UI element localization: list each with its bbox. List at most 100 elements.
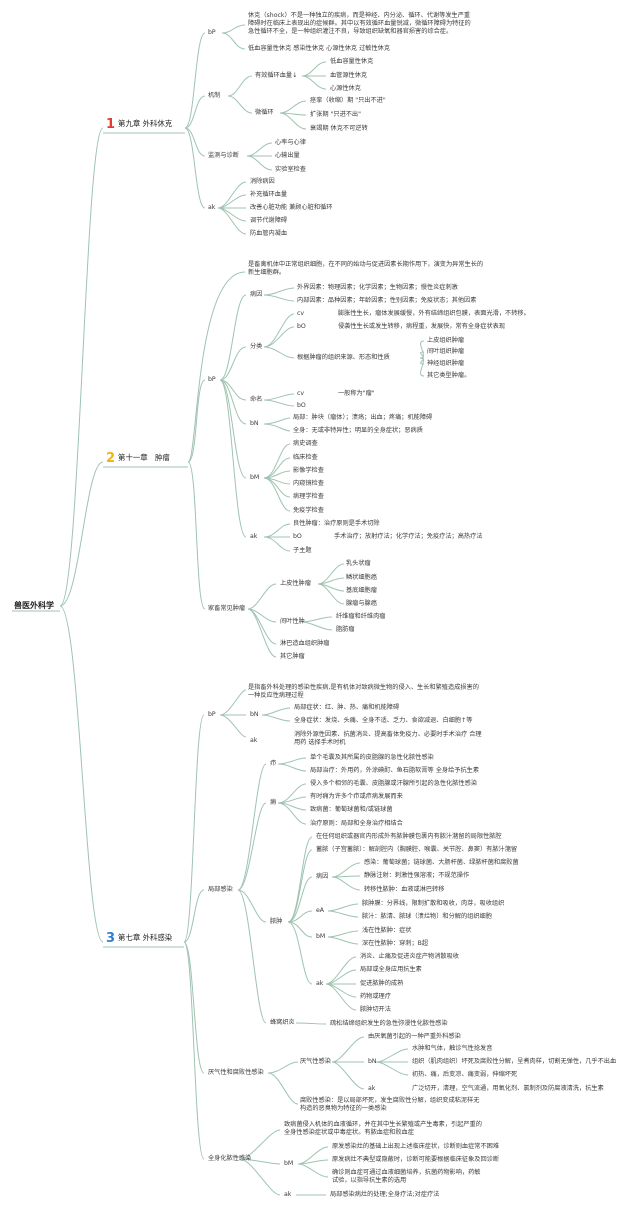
ch7-gas-infection-node[interactable]: 厌气性感染 xyxy=(300,1058,331,1065)
ch9-monitor-item: 实验室检查 xyxy=(275,166,306,173)
ch9-micro-item: 扩张期 "只进不出" xyxy=(310,111,361,118)
ch9-bp-node[interactable]: bP xyxy=(208,29,216,36)
ch11-bm-node[interactable]: bM xyxy=(250,474,260,481)
ch11-naming-cv[interactable]: cv xyxy=(297,390,305,397)
ch9-mechanism-node[interactable]: 机制 xyxy=(208,92,221,99)
ch9-microcirculation-node[interactable]: 微循环 xyxy=(255,109,274,116)
ch9-ak-node[interactable]: ak xyxy=(208,204,216,211)
ch7-sepsis-bm-item: 原发感染灶的基础上出现上述临床症状，诊断则血症常不困难 xyxy=(332,1143,500,1150)
ch7-abscess-ak-node[interactable]: ak xyxy=(316,980,324,987)
ch9-definition: 休克（shock）不是一种独立的疾病，而是神经、内分泌、循环、代谢等发生严重障碍… xyxy=(248,12,471,35)
ch11-bm-item: 内窥镜检查 xyxy=(293,480,324,487)
ch7-gas-bn-item: 组织（肌肉组织）坏死及腐败性分解，呈煮肉样，切割无弹性，几乎不出血 xyxy=(412,1058,617,1065)
ch11-ak-node[interactable]: ak xyxy=(250,533,258,540)
ch9-types: 低血容量性休克 感染性休克 心源性休克 过敏性休克 xyxy=(248,45,391,52)
ch9-eff-item: 血管源性休克 xyxy=(330,72,368,79)
ch11-origin-item: 上皮组织肿瘤 xyxy=(427,337,465,344)
ch11-cause-item: 内部因素：品种因素；年龄因素；性别因素；免疫状态；其他因素 xyxy=(297,297,477,304)
ch11-bm-item: 免疫学检查 xyxy=(293,507,324,514)
ch7-sepsis-ak-node[interactable]: ak xyxy=(284,1191,292,1198)
ch9-monitor-item: 心率与心律 xyxy=(275,139,306,146)
ch7-putrid-infection: 腐败性感染：是以局部坏死，发生腐败性分解，组织变成粘泥样无构造的恶臭物为特征的一… xyxy=(300,1097,480,1112)
chapter-9-number: 1 xyxy=(106,117,116,132)
ch7-abscess-ak-item: 药物或理疗 xyxy=(360,993,391,1000)
ch11-bp-node[interactable]: bP xyxy=(208,376,216,383)
ch9-micro-item: 衰竭期 休克不可逆转 xyxy=(310,125,368,132)
ch7-cause-item: 静脉注射：刺激性强溶液；不规范操作 xyxy=(364,872,470,879)
ch11-by-origin-node[interactable]: 根据肿瘤的组织来源、形态和性质 xyxy=(297,354,390,361)
ch7-abscess-ak-item: 脓肿切开法 xyxy=(360,1006,391,1013)
ch11-bn-node[interactable]: bN xyxy=(250,420,259,427)
ch11-bn-item: 局部：肿块（瘤体）；溃疡；出血；疼痛；机能障碍 xyxy=(293,414,433,421)
ch7-anaerobic-node[interactable]: 厌气性和腐败性感染 xyxy=(208,1069,264,1076)
ch7-abscess-ak-item: 促进脓肿的成熟 xyxy=(360,980,404,987)
ch7-abscess-ea-node[interactable]: eA xyxy=(316,907,325,914)
chapter-7-title: 第七章 外科感染 xyxy=(118,933,173,942)
ch7-abscess-node[interactable]: 脓肿 xyxy=(270,918,283,925)
ch7-sepsis-bm-item: 原发病灶不典型或隐蔽时，诊断可能要根据临床征象及回诊断 xyxy=(332,1156,500,1163)
ch11-lymph-node[interactable]: 淋巴造血组织肿瘤 xyxy=(280,640,330,647)
ch7-gas-bn-node[interactable]: bN xyxy=(368,1058,377,1065)
ch7-cause-item: 转移性脓肿：血液或淋巴转移 xyxy=(364,886,445,893)
ch11-others-node[interactable]: 其它肿瘤 xyxy=(280,653,305,660)
ch11-mes-item: 脂肪瘤 xyxy=(336,626,355,633)
ch11-epithelial-node[interactable]: 上皮性肿瘤 xyxy=(280,580,311,587)
ch11-ak-other: 子主题 xyxy=(293,547,312,554)
ch9-ak-item: 防血管内凝血 xyxy=(250,230,288,237)
ch11-ak-bo[interactable]: bO xyxy=(293,533,302,540)
ch7-sepsis-bm-node[interactable]: bM xyxy=(284,1160,294,1167)
chapter-11-title: 第十一章 肿瘤 xyxy=(118,453,170,462)
ch11-mesenchymal-node[interactable]: 间叶性肿 xyxy=(280,618,305,625)
ch11-cls-bo[interactable]: bO xyxy=(297,323,306,330)
ch7-bn-item: 局部症状：红、肿、热、痛和机能障碍 xyxy=(294,704,400,711)
ch11-mes-item: 纤维瘤和纤维肉瘤 xyxy=(336,613,386,620)
ch7-sepsis-node[interactable]: 全身化脓性感染 xyxy=(208,1155,252,1162)
ch11-epi-item: 腺瘤与腺癌 xyxy=(346,600,377,607)
ch9-monitor-item: 心输出量 xyxy=(275,152,300,159)
ch7-furuncle-item: 单个毛囊及其所属的皮脂腺的急性化脓性感染 xyxy=(310,754,434,761)
ch11-origin-item: 神经组织肿瘤 xyxy=(427,360,465,367)
ch9-ak-item: 消除病因 xyxy=(250,178,275,185)
ch9-ak-item: 改善心脏功能 兼顾心脏和循环 xyxy=(250,204,333,211)
ch9-effective-volume-node[interactable]: 有效循环血量↓ xyxy=(255,72,298,79)
ch7-furuncle-node[interactable]: 疖 xyxy=(270,760,277,767)
ch7-abscess-ak-item: 局部或全身应用抗生素 xyxy=(360,966,422,973)
ch11-bm-item: 病史调查 xyxy=(293,440,318,447)
ch7-bn-item: 全身症状：发烧、头痛、全身不适、乏力、食欲减退、白细胞↑等 xyxy=(294,717,473,724)
ch11-common-tumors-node[interactable]: 家畜常见肿瘤 xyxy=(208,605,246,612)
root-topic[interactable]: 兽医外科学 xyxy=(14,601,54,610)
ch7-bp-node[interactable]: bP xyxy=(208,711,216,718)
ch11-cause-node[interactable]: 病因 xyxy=(250,291,263,298)
ch7-definition: 是指畜外科处理的感染性疾病,是有机体对致病微生物的侵入、生长和繁殖造成损害的一种… xyxy=(248,684,479,699)
ch7-carbuncle-item: 致病菌：葡萄球菌和/或链球菌 xyxy=(310,806,393,813)
ch7-carbuncle-node[interactable]: 痈 xyxy=(270,799,277,806)
ch7-bm-item: 浅在性脓肿：症状 xyxy=(362,927,412,934)
ch7-abscess-cause-node[interactable]: 病因 xyxy=(316,873,329,880)
chapter-11-number: 2 xyxy=(106,451,116,466)
ch7-abscess-ak-item: 消炎、止痛及促进炎症产物消散吸收 xyxy=(360,953,459,960)
ch11-naming-cv-text: 一般称为"瘤" xyxy=(338,390,375,397)
ch9-eff-item: 低血容量性休克 xyxy=(330,58,374,65)
ch9-ak-item: 调节代谢障碍 xyxy=(250,217,288,224)
ch7-abscess-bm-node[interactable]: bM xyxy=(316,933,326,940)
ch11-cause-item: 外界因素：物理因素；化学因素；生物因素；慢性炎症刺激 xyxy=(297,284,458,291)
ch7-gas-bn-item: 水肿和气体，触诊气性捻发音 xyxy=(412,1045,493,1052)
ch7-gas-ak-node[interactable]: ak xyxy=(368,1085,376,1092)
ch7-carbuncle-item: 侵入多个相邻的毛囊、皮脂腺或汗腺所引起的急性化脓性感染 xyxy=(310,780,478,787)
ch9-ak-item: 补充循环血量 xyxy=(250,191,288,198)
ch11-naming-node[interactable]: 命名 xyxy=(250,396,263,403)
ch7-furuncle-item: 局部治疗：外用药，外涂碘酊、鱼石脂软膏等 全身给予抗生素 xyxy=(310,767,480,774)
ch7-bn-node[interactable]: bN xyxy=(250,711,259,718)
ch11-classification-node[interactable]: 分类 xyxy=(250,343,263,350)
ch7-local-infection-node[interactable]: 局部感染 xyxy=(208,886,233,893)
ch9-monitoring-node[interactable]: 监测与诊断 xyxy=(208,152,239,159)
ch7-ak-node[interactable]: ak xyxy=(250,737,258,744)
ch7-cellulitis-node[interactable]: 蜂窝织炎 xyxy=(270,1019,295,1026)
ch11-epi-item: 鳞状细胞癌 xyxy=(346,574,377,581)
ch11-cls-cv[interactable]: cv xyxy=(297,310,305,317)
ch11-naming-bo[interactable]: bO xyxy=(297,402,306,409)
